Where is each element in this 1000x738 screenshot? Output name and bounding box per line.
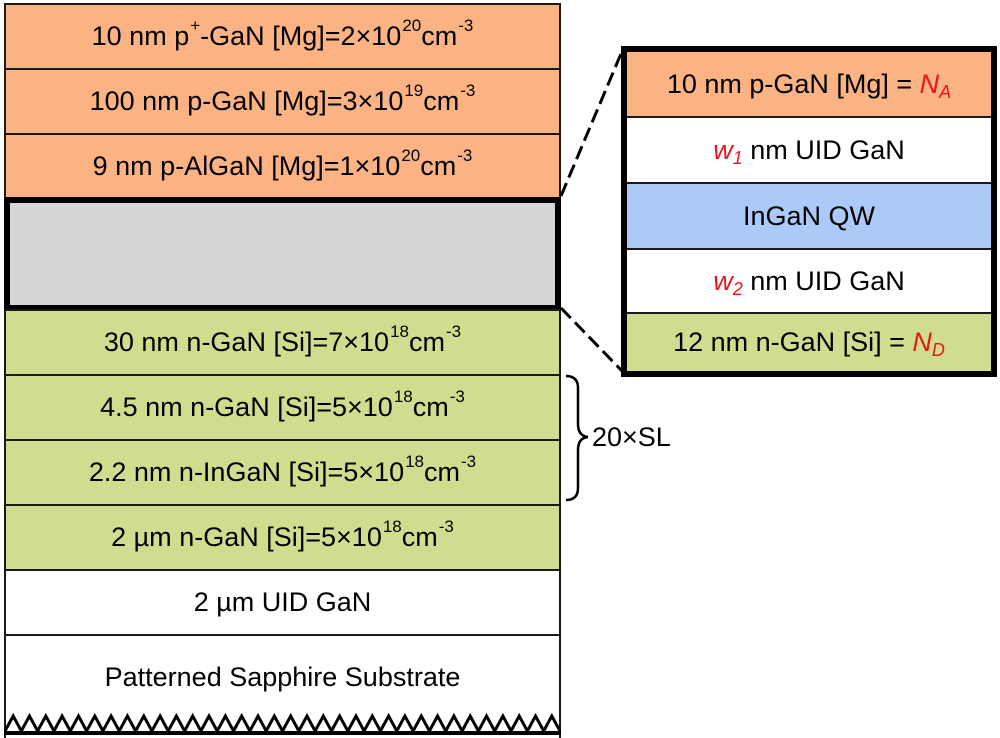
- inset-layer-text: 12 nm n-GaN [Si] =: [673, 327, 913, 357]
- layer-label: 2 µm UID GaN: [193, 587, 372, 617]
- layer-uid-gan: 2 µm UID GaN: [4, 569, 561, 636]
- unit-exponent: -3: [438, 516, 454, 536]
- unit: cm: [423, 86, 460, 116]
- dopant: [Mg]: [274, 86, 327, 116]
- exponent: 19: [404, 80, 424, 100]
- unit: cm: [401, 522, 438, 552]
- thickness: 2 µm: [111, 522, 172, 552]
- inset-layer-text: nm UID GaN: [742, 265, 905, 296]
- value: =1×10: [323, 151, 401, 181]
- material: p: [174, 21, 190, 51]
- width-variable: w: [713, 265, 733, 296]
- dopant: [Si]: [273, 327, 313, 357]
- inset-layer-text: InGaN QW: [742, 200, 876, 231]
- layer-label: Patterned Sapphire Substrate: [104, 662, 461, 692]
- unit-exponent: -3: [461, 451, 477, 471]
- value: =5×10: [316, 392, 393, 422]
- thickness: 9 nm: [92, 151, 153, 181]
- exponent: 20: [402, 15, 422, 35]
- exponent: 18: [390, 321, 409, 341]
- exponent: 18: [393, 386, 413, 406]
- material: p-AlGaN: [160, 151, 264, 181]
- superlattice-label: 20×SL: [592, 422, 671, 452]
- unit: cm: [421, 21, 458, 51]
- material: n-GaN: [179, 522, 259, 552]
- patterned-sapphire-sawtooth-icon: [3, 712, 562, 735]
- inset-layer-text: nm UID GaN: [742, 134, 905, 165]
- value: =5×10: [305, 522, 382, 552]
- donor-subscript: D: [931, 340, 945, 360]
- dopant: [Si]: [277, 392, 317, 422]
- material: n-GaN: [190, 392, 270, 422]
- dopant: [Mg]: [271, 151, 324, 181]
- value: =5×10: [327, 457, 405, 487]
- width-variable: w: [713, 134, 733, 165]
- width-subscript: 2: [732, 278, 743, 299]
- zoom-connector-top: [559, 48, 625, 197]
- thickness: 100 nm: [89, 86, 180, 116]
- exponent: 20: [401, 145, 421, 165]
- material: p-GaN: [187, 86, 267, 116]
- exponent: 18: [382, 516, 402, 536]
- donor-variable: N: [912, 327, 932, 357]
- dopant: [Si]: [266, 522, 306, 552]
- value: =2×10: [324, 21, 402, 51]
- material: n-InGaN: [178, 457, 281, 487]
- inset-layer-text: 10 nm p-GaN [Mg] =: [666, 68, 920, 99]
- zoom-connector-bottom: [559, 306, 625, 374]
- dopant: [Si]: [288, 457, 328, 487]
- thickness: 2.2 nm: [88, 457, 172, 487]
- thickness: 30 nm: [103, 327, 179, 357]
- unit: cm: [412, 392, 449, 422]
- value: =3×10: [326, 86, 404, 116]
- unit-exponent: -3: [458, 15, 474, 35]
- value: =7×10: [312, 327, 390, 357]
- thickness: 4.5 nm: [100, 392, 183, 422]
- material: n-GaN: [186, 327, 266, 357]
- thickness: 10 nm: [91, 21, 167, 51]
- material-rest: -GaN: [200, 21, 265, 51]
- inset-layer-ingan-qw: InGaN QW: [627, 184, 991, 250]
- unit-exponent: -3: [449, 386, 465, 406]
- material-sup: +: [190, 15, 201, 35]
- unit-exponent: -3: [457, 145, 473, 165]
- layer-active-region: [4, 197, 561, 311]
- unit: cm: [409, 327, 445, 357]
- unit-exponent: -3: [460, 80, 476, 100]
- exponent: 18: [405, 451, 425, 471]
- superlattice-brace-icon: [565, 374, 589, 502]
- unit: cm: [420, 151, 457, 181]
- unit-exponent: -3: [446, 321, 462, 341]
- dopant: [Mg]: [272, 21, 325, 51]
- unit: cm: [424, 457, 461, 487]
- acceptor-variable: N: [919, 68, 940, 99]
- width-subscript: 1: [732, 147, 743, 168]
- acceptor-subscript: A: [939, 81, 952, 102]
